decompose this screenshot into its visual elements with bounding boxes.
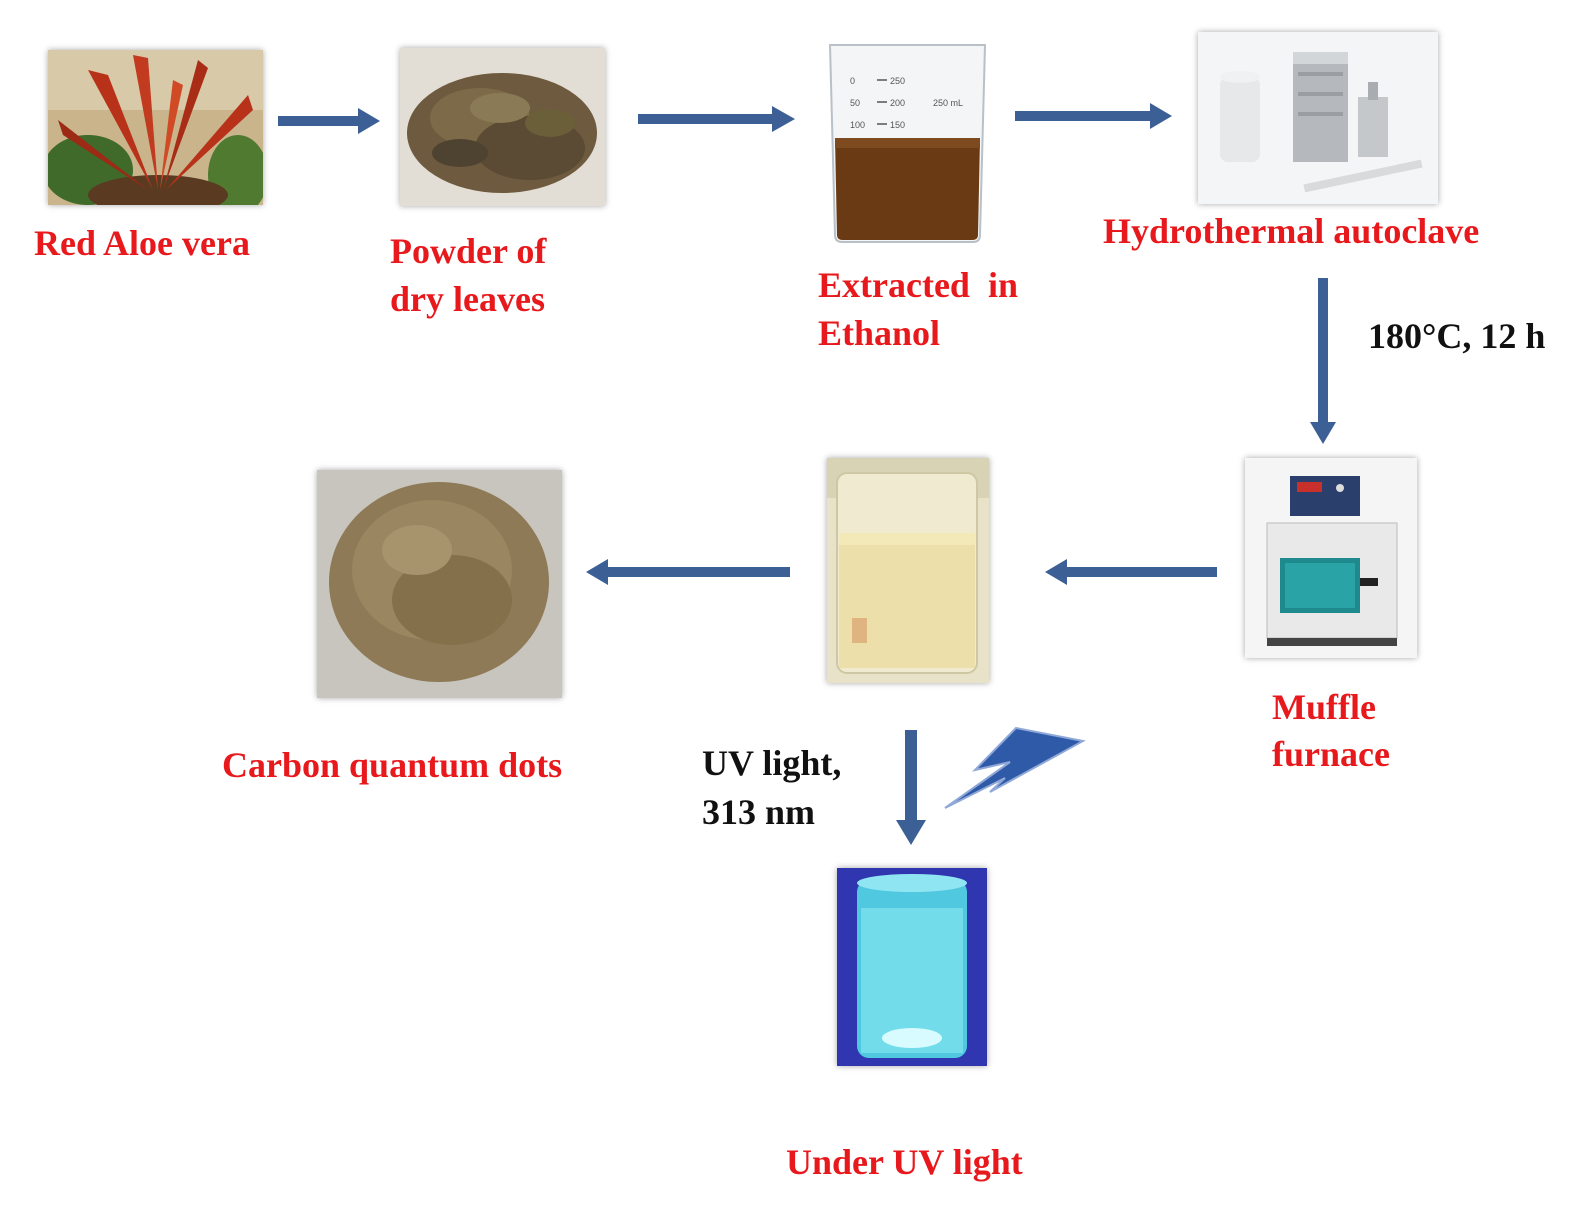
label-uv-line2: 313 nm xyxy=(702,792,816,832)
lightning-icon xyxy=(944,726,1086,809)
beaker-mark-150: 150 xyxy=(890,120,905,130)
label-muffle-line1: Muffle xyxy=(1272,687,1376,727)
arrow-muffle-to-vial xyxy=(1045,559,1217,585)
label-temp-time: 180°C, 12 h xyxy=(1368,316,1546,356)
label-under-uv-light: Under UV light xyxy=(786,1142,1023,1182)
beaker-photo: 250 200 150 100 50 0 250 mL xyxy=(815,20,1000,245)
beaker-volume-label: 250 mL xyxy=(933,98,963,108)
cqd-powder-photo xyxy=(317,470,562,698)
label-powder-line2: dry leaves xyxy=(390,279,545,319)
aloe-photo xyxy=(48,50,263,205)
label-uv-line1: UV light, xyxy=(702,743,842,783)
beaker-mark-100: 100 xyxy=(850,120,865,130)
arrow-vial-to-cqd xyxy=(586,559,790,585)
uv-vial-photo xyxy=(837,868,987,1066)
beaker-mark-0: 0 xyxy=(850,76,855,86)
arrow-aloe-to-powder xyxy=(278,108,380,134)
autoclave-photo xyxy=(1198,32,1438,204)
arrow-beaker-to-autoclave xyxy=(1015,103,1172,129)
arrow-vial-to-uv xyxy=(896,730,926,845)
muffle-furnace-photo xyxy=(1245,458,1417,658)
arrow-powder-to-beaker xyxy=(638,106,795,132)
label-extract-line1: Extracted in xyxy=(818,265,1018,305)
label-muffle-line2: furnace xyxy=(1272,734,1390,774)
label-hydrothermal-autoclave: Hydrothermal autoclave xyxy=(1103,211,1480,251)
label-carbon-quantum-dots: Carbon quantum dots xyxy=(222,745,563,785)
label-extract-line2: Ethanol xyxy=(818,313,941,353)
label-red-aloe-vera: Red Aloe vera xyxy=(34,223,250,263)
dry-leaves-photo xyxy=(400,48,605,206)
label-powder-line1: Powder of xyxy=(390,231,547,271)
beaker-mark-200: 200 xyxy=(890,98,905,108)
vial-photo xyxy=(827,458,989,683)
arrow-autoclave-to-muffle xyxy=(1310,278,1336,444)
beaker-mark-50: 50 xyxy=(850,98,860,108)
beaker-mark-250: 250 xyxy=(890,76,905,86)
